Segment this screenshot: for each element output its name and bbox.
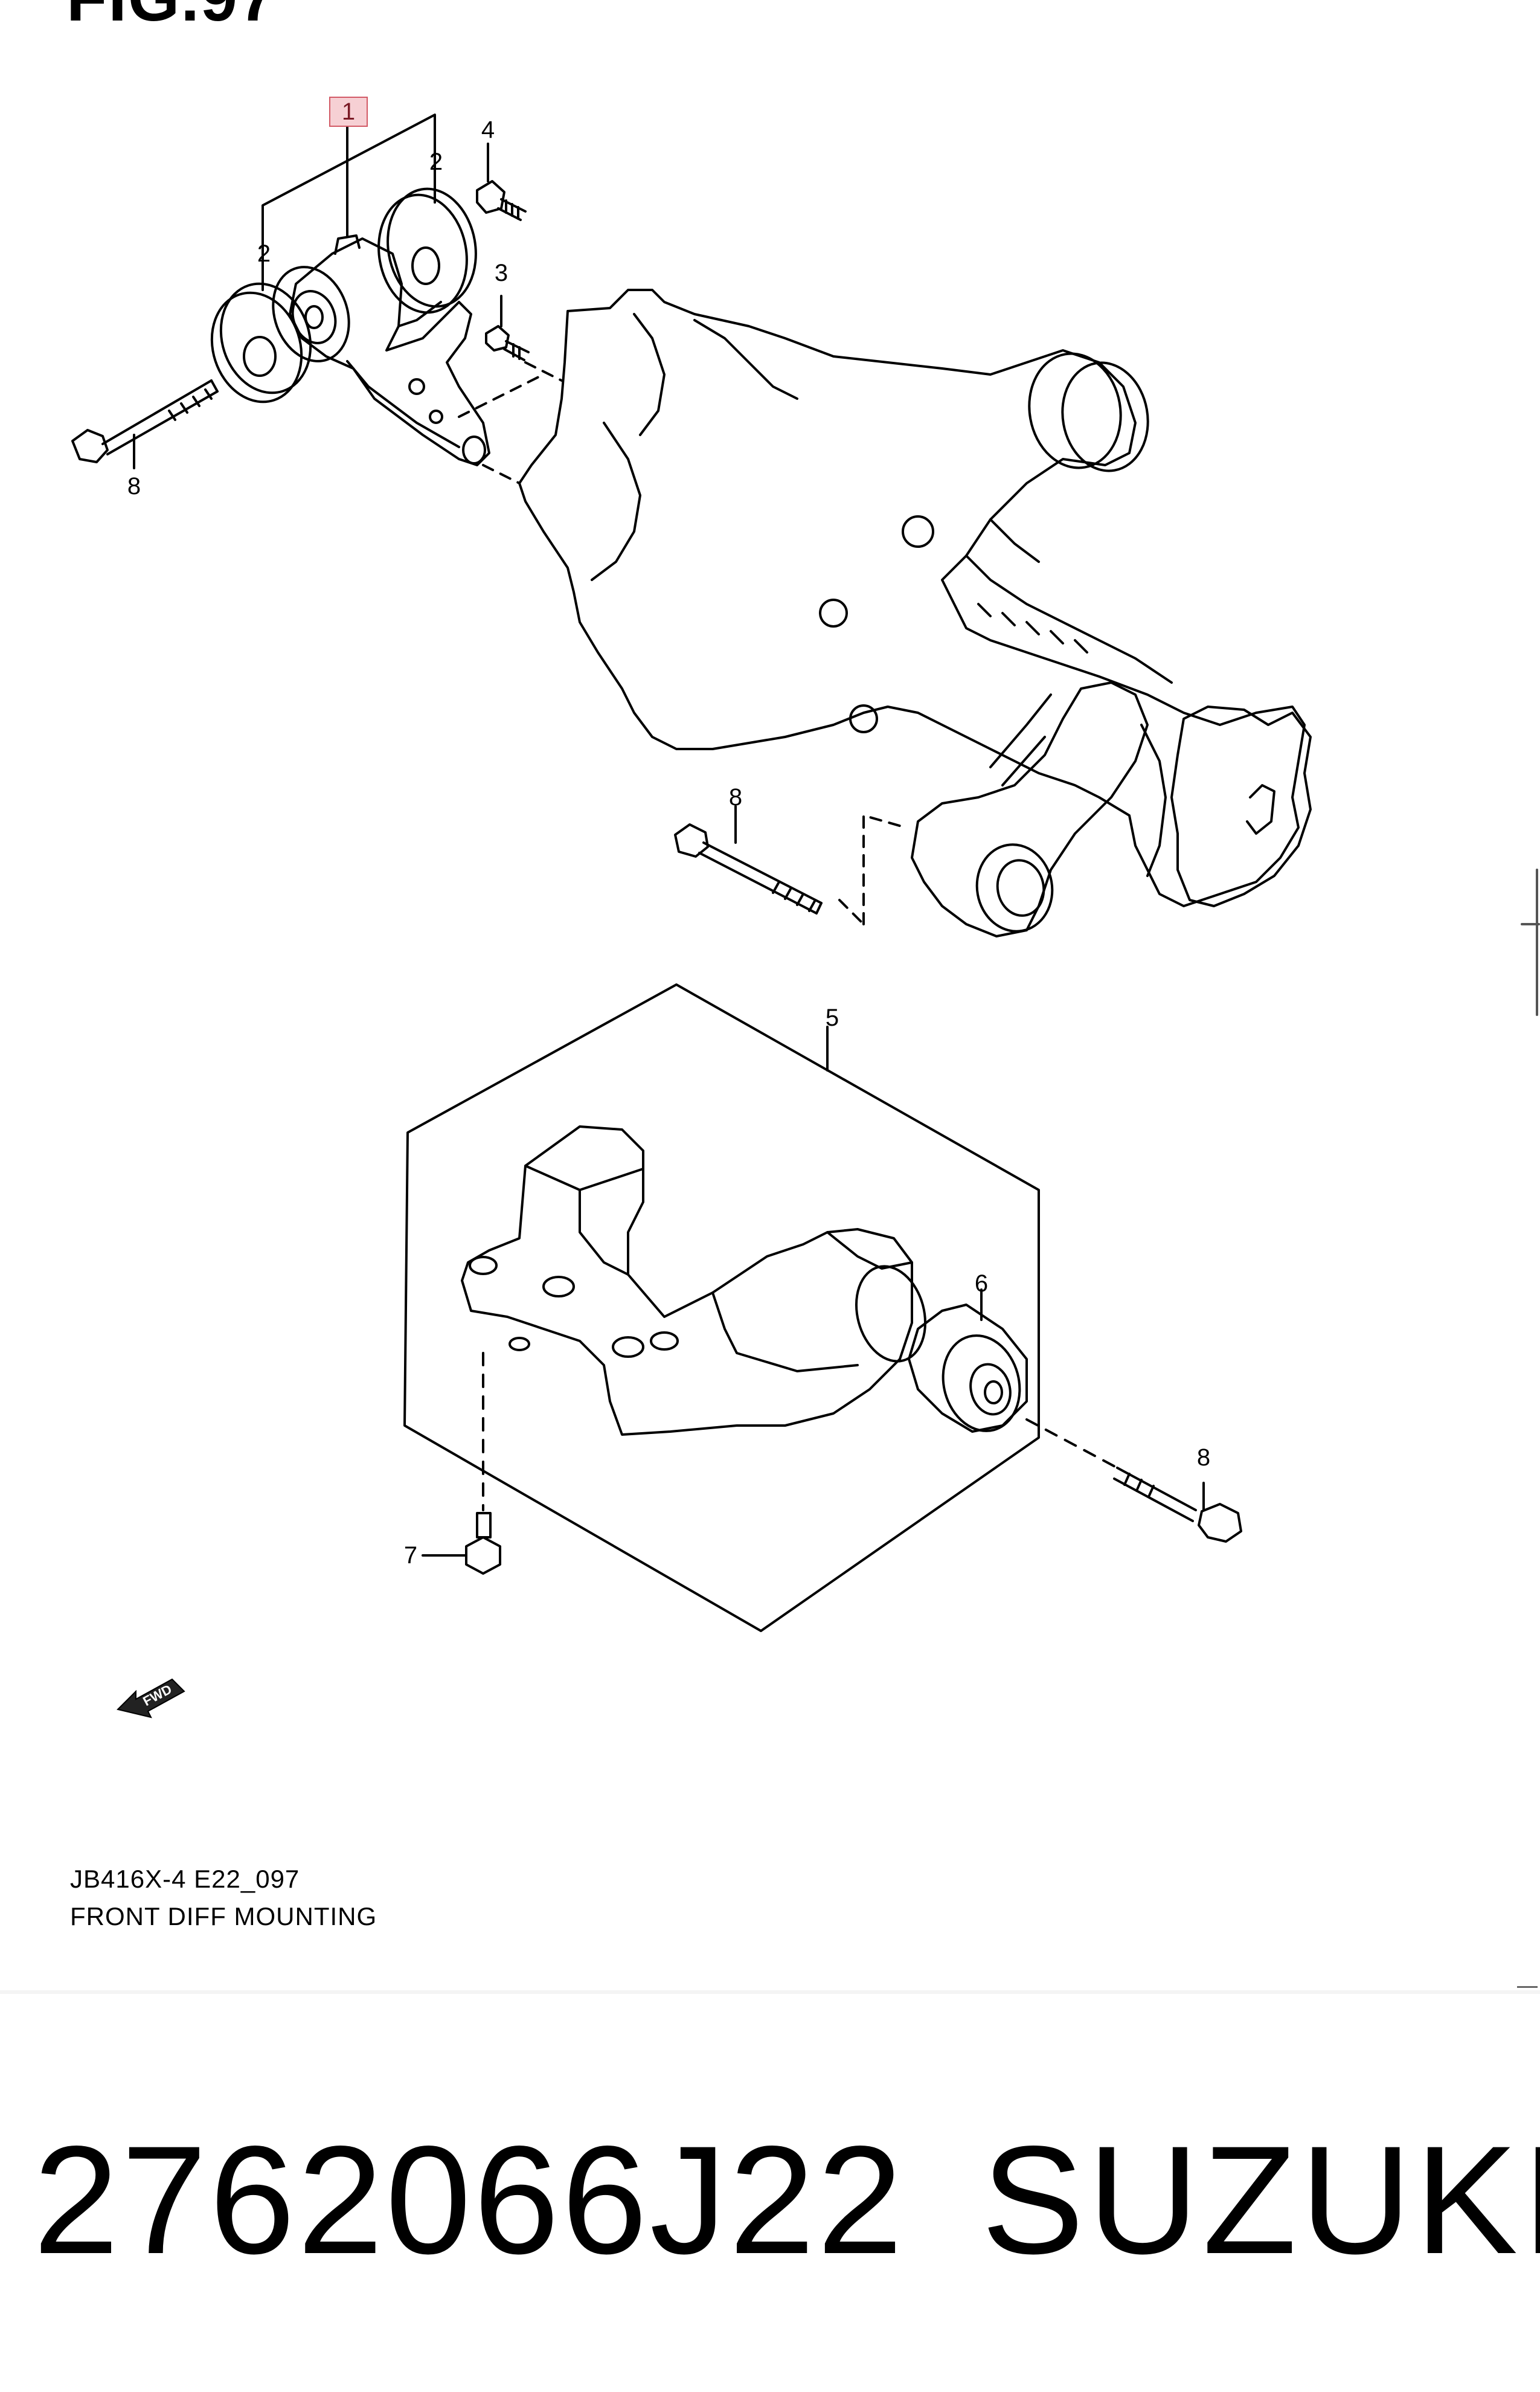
- bolt-7: [422, 1352, 501, 1575]
- callout-part-4: 4: [481, 117, 495, 143]
- section-divider: [0, 1990, 1540, 1994]
- callout-part-2-left: 2: [257, 240, 271, 267]
- callout-part-3: 3: [494, 260, 509, 286]
- part-number: 2762066J22: [33, 2114, 905, 2286]
- callout-part-8-upper: 8: [127, 473, 141, 500]
- edge-mark: [1517, 1986, 1538, 1988]
- figure-title: FIG.97: [66, 0, 277, 31]
- callout-part-7: 7: [403, 1542, 418, 1569]
- mounting-bracket: [272, 234, 490, 466]
- bolt-4: [476, 180, 527, 221]
- callout-part-8-middle: 8: [728, 784, 743, 811]
- bolt-8-upper: [71, 379, 219, 463]
- washer-right: [377, 187, 477, 314]
- edge-ticks: [1521, 869, 1540, 1016]
- callout-part-5: 5: [825, 1005, 839, 1031]
- bolt-8-lower: [1025, 1418, 1242, 1543]
- leader-lines-upper: [133, 114, 737, 844]
- bushing-6: [908, 1288, 1028, 1433]
- exploded-parts-diagram: [71, 114, 1540, 1632]
- diagram-reference-code: JB416X-4 E22_097: [70, 1865, 300, 1893]
- axle-flange: [1140, 706, 1312, 907]
- callout-part-2-right: 2: [429, 149, 443, 175]
- group-5-outline: [403, 983, 1040, 1632]
- bolt-8-middle: [674, 823, 823, 915]
- brand-name: SUZUKI: [981, 2114, 1540, 2286]
- front-mount-arm: [911, 681, 1149, 937]
- callout-part-6: 6: [974, 1270, 989, 1297]
- fwd-arrow-icon: FWD: [117, 1678, 185, 1718]
- bolt-3: [485, 325, 530, 361]
- diagram-reference-name: FRONT DIFF MOUNTING: [70, 1902, 377, 1931]
- differential-housing: [518, 289, 1306, 907]
- support-bracket: [461, 1125, 927, 1436]
- dashed-guides-upper: [458, 361, 907, 925]
- callout-part-8-lower: 8: [1196, 1444, 1211, 1471]
- callout-part-1: 1: [329, 97, 368, 127]
